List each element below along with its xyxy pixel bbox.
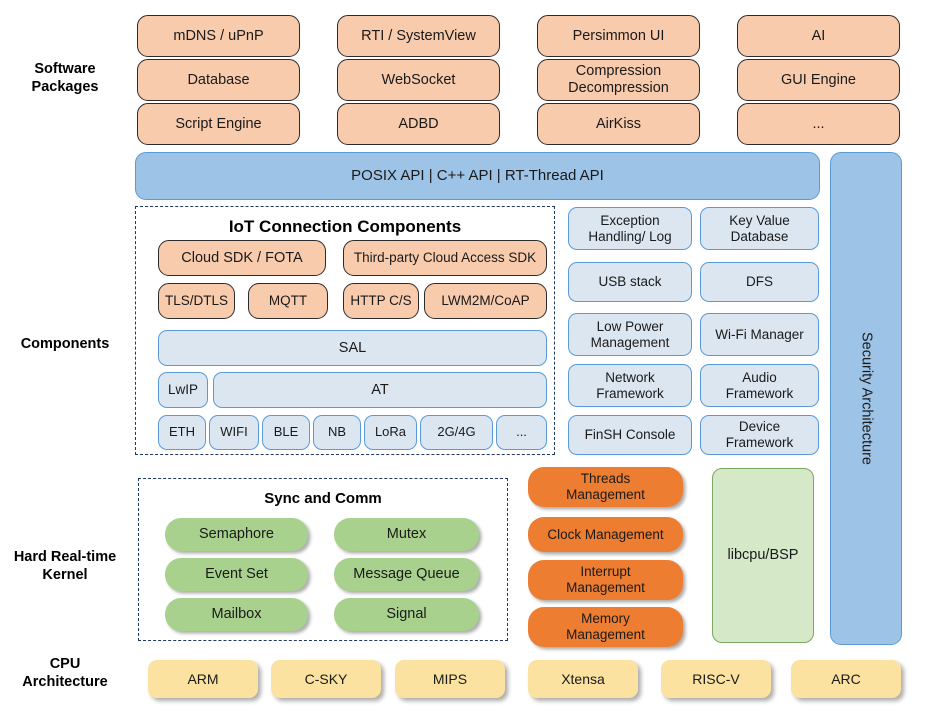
iot-http-cs[interactable]: HTTP C/S bbox=[343, 283, 419, 319]
component-network-framework[interactable]: Network Framework bbox=[568, 364, 692, 407]
row-label-kernel: Hard Real-time Kernel bbox=[13, 549, 117, 584]
kernel-clock-management[interactable]: Clock Management bbox=[528, 517, 683, 552]
component-audio-framework[interactable]: Audio Framework bbox=[700, 364, 819, 407]
security-architecture-label: Security Architecture bbox=[858, 332, 875, 465]
iot-link-nb[interactable]: NB bbox=[313, 415, 361, 450]
iot-link-ble[interactable]: BLE bbox=[262, 415, 310, 450]
iot-lwip[interactable]: LwIP bbox=[158, 372, 208, 408]
package-rti-systemview[interactable]: RTI / SystemView bbox=[337, 15, 500, 57]
kernel-memory-management[interactable]: Memory Management bbox=[528, 607, 683, 647]
iot-sal[interactable]: SAL bbox=[158, 330, 547, 366]
package-persimmon-ui[interactable]: Persimmon UI bbox=[537, 15, 700, 57]
cpu-mips[interactable]: MIPS bbox=[395, 660, 505, 698]
package-gui-engine[interactable]: GUI Engine bbox=[737, 59, 900, 101]
kernel-mutex[interactable]: Mutex bbox=[334, 518, 479, 551]
iot-mqtt[interactable]: MQTT bbox=[248, 283, 328, 319]
iot-link-wifi[interactable]: WIFI bbox=[209, 415, 259, 450]
iot-link-2g-4g[interactable]: 2G/4G bbox=[420, 415, 493, 450]
kernel-event-set[interactable]: Event Set bbox=[165, 558, 308, 591]
kernel-mailbox[interactable]: Mailbox bbox=[165, 598, 308, 631]
kernel-signal[interactable]: Signal bbox=[334, 598, 479, 631]
iot-link-lora[interactable]: LoRa bbox=[364, 415, 417, 450]
component-dfs[interactable]: DFS bbox=[700, 262, 819, 302]
iot-group-title: IoT Connection Components bbox=[228, 217, 462, 236]
iot-link-eth[interactable]: ETH bbox=[158, 415, 206, 450]
component-wifi-manager[interactable]: Wi-Fi Manager bbox=[700, 313, 819, 356]
component-low-power-management[interactable]: Low Power Management bbox=[568, 313, 692, 356]
component-finsh-console[interactable]: FinSH Console bbox=[568, 415, 692, 455]
package-mdns-upnp[interactable]: mDNS / uPnP bbox=[137, 15, 300, 57]
package-script-engine[interactable]: Script Engine bbox=[137, 103, 300, 145]
row-label-software-packages: Software Packages bbox=[31, 61, 99, 96]
package-ai[interactable]: AI bbox=[737, 15, 900, 57]
sync-comm-group-title: Sync and Comm bbox=[264, 490, 382, 507]
package-database[interactable]: Database bbox=[137, 59, 300, 101]
component-exception-handling-log[interactable]: Exception Handling/ Log bbox=[568, 207, 692, 250]
iot-cloud-sdk-fota[interactable]: Cloud SDK / FOTA bbox=[158, 240, 326, 276]
cpu-xtensa[interactable]: Xtensa bbox=[528, 660, 638, 698]
security-architecture-bar[interactable]: Security Architecture bbox=[830, 152, 902, 645]
libcpu-bsp[interactable]: libcpu/BSP bbox=[712, 468, 814, 643]
row-label-cpu: CPU Architecture bbox=[22, 656, 108, 691]
cpu-arm[interactable]: ARM bbox=[148, 660, 258, 698]
package-websocket[interactable]: WebSocket bbox=[337, 59, 500, 101]
package-adbd[interactable]: ADBD bbox=[337, 103, 500, 145]
package-more[interactable]: ... bbox=[737, 103, 900, 145]
kernel-interrupt-management[interactable]: Interrupt Management bbox=[528, 560, 683, 600]
cpu-c-sky[interactable]: C-SKY bbox=[271, 660, 381, 698]
kernel-semaphore[interactable]: Semaphore bbox=[165, 518, 308, 551]
component-device-framework[interactable]: Device Framework bbox=[700, 415, 819, 455]
cpu-arc[interactable]: ARC bbox=[791, 660, 901, 698]
component-key-value-database[interactable]: Key Value Database bbox=[700, 207, 819, 250]
iot-lwm2m-coap[interactable]: LWM2M/CoAP bbox=[424, 283, 547, 319]
package-airkiss[interactable]: AirKiss bbox=[537, 103, 700, 145]
kernel-threads-management[interactable]: Threads Management bbox=[528, 467, 683, 507]
iot-third-party-cloud-access-sdk[interactable]: Third-party Cloud Access SDK bbox=[343, 240, 547, 276]
iot-tls-dtls[interactable]: TLS/DTLS bbox=[158, 283, 235, 319]
kernel-message-queue[interactable]: Message Queue bbox=[334, 558, 479, 591]
iot-connection-components-group: IoT Connection Components bbox=[135, 206, 555, 455]
component-usb-stack[interactable]: USB stack bbox=[568, 262, 692, 302]
iot-at[interactable]: AT bbox=[213, 372, 547, 408]
sync-and-comm-group: Sync and Comm bbox=[138, 478, 508, 641]
iot-link-more[interactable]: ... bbox=[496, 415, 547, 450]
package-compression-decompression[interactable]: Compression Decompression bbox=[537, 59, 700, 101]
api-bar[interactable]: POSIX API | C++ API | RT-Thread API bbox=[135, 152, 820, 200]
row-label-components: Components bbox=[20, 336, 110, 352]
cpu-risc-v[interactable]: RISC-V bbox=[661, 660, 771, 698]
